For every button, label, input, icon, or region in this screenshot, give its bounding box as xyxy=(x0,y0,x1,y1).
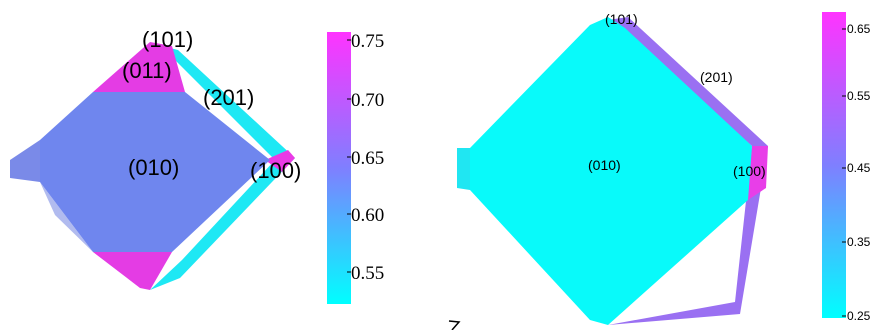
left-label-100: (100) xyxy=(250,158,301,183)
left-face-100 xyxy=(265,150,295,172)
4-tick-label: 0.55 xyxy=(351,263,384,284)
right-colorbar-gradient xyxy=(822,12,846,318)
4-tick-label: 0.65 xyxy=(351,148,384,169)
left-crystal xyxy=(10,42,295,290)
right-face-201 xyxy=(608,17,768,325)
left-colorbar: 0.75 0.70 0.65 0.60 0.55 xyxy=(327,31,384,304)
right-crystal xyxy=(457,17,768,325)
right-label-201: (201) xyxy=(700,69,733,85)
4-tick-label: 0.55 xyxy=(847,89,871,103)
right-face-100 xyxy=(748,146,768,200)
right-colorbar-ticks: 0.65 0.55 0.45 0.35 0.25 xyxy=(842,22,871,323)
left-face-201 xyxy=(150,45,295,290)
left-edge-facet xyxy=(10,140,40,182)
left-label-011: (011) xyxy=(122,58,172,83)
left-label-101: (101) xyxy=(142,27,193,52)
4-tick-label: 0.35 xyxy=(847,235,871,249)
left-label-010: (010) xyxy=(128,155,179,180)
right-label-100: (100) xyxy=(733,163,766,179)
left-label-201: (201) xyxy=(203,85,254,110)
left-face-011-bottom xyxy=(93,252,172,290)
4-tick-label: 0.25 xyxy=(847,309,871,323)
4-tick-label: 0.75 xyxy=(351,31,384,52)
right-edge-facet xyxy=(457,148,470,190)
right-face-010 xyxy=(470,17,752,325)
left-face-010-shade xyxy=(40,182,93,252)
4-tick-label: 0.45 xyxy=(847,161,871,175)
left-face-010 xyxy=(40,92,270,252)
4-tick-label: 0.65 xyxy=(847,22,871,36)
4-tick-label: 0.70 xyxy=(351,90,384,111)
left-colorbar-ticks: 0.75 0.70 0.65 0.60 0.55 xyxy=(347,31,384,284)
right-label-010: (010) xyxy=(588,157,621,173)
right-colorbar: 0.65 0.55 0.45 0.35 0.25 xyxy=(822,12,871,323)
left-face-011-top xyxy=(93,42,185,92)
right-label-101: (101) xyxy=(605,11,638,27)
stray-mark xyxy=(448,320,461,330)
4-tick-label: 0.60 xyxy=(351,205,384,226)
left-colorbar-gradient xyxy=(327,32,351,304)
